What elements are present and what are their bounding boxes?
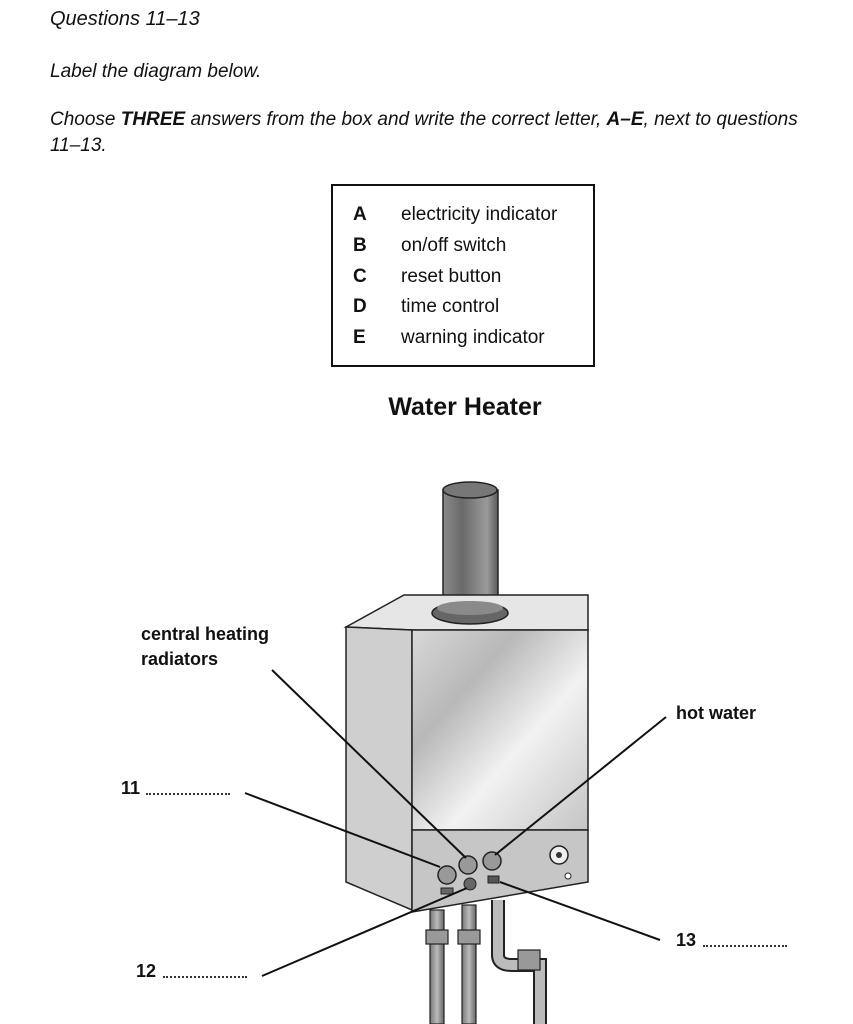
pointer-central-heating — [271, 669, 467, 859]
answer-13-blank[interactable] — [703, 945, 787, 947]
heater-body — [343, 594, 589, 913]
questions-heading: Questions 11–13 — [50, 8, 200, 30]
answer-12-blank[interactable] — [163, 976, 247, 978]
instr-part1: Choose — [50, 109, 121, 130]
pointer-12 — [261, 887, 468, 977]
instr-bold1: THREE — [120, 109, 186, 130]
option-letter: B — [353, 235, 367, 256]
control-knobs — [437, 845, 572, 895]
pointer-13 — [499, 881, 661, 941]
option-text: warning indicator — [401, 327, 545, 348]
option-letter: D — [353, 296, 367, 317]
option-letter: A — [353, 204, 367, 225]
option-text: on/off switch — [401, 235, 507, 256]
option-letter: C — [353, 266, 367, 287]
label-hot-water: hot water — [676, 703, 757, 723]
pointer-11 — [244, 792, 441, 868]
pointer-hot-water — [494, 716, 667, 856]
diagram-title: Water Heater — [388, 393, 542, 421]
option-text: electricity indicator — [401, 204, 558, 225]
question-13-number: 13 — [676, 930, 697, 950]
instr-part3: , next to questions 11–13. — [50, 109, 798, 156]
option-letter: E — [353, 327, 366, 348]
label-central-heating: central heating radiators — [141, 624, 270, 669]
instr-part2: answers from the box and write the corre… — [185, 109, 607, 130]
answer-11-blank[interactable] — [146, 793, 230, 795]
instruction-choose: Choose THREE answers from the box and wr… — [50, 107, 810, 159]
pipes — [425, 900, 547, 1024]
option-text: reset button — [401, 266, 502, 287]
question-11-number: 11 — [121, 778, 141, 798]
instr-bold2: A–E — [606, 109, 644, 130]
question-12-number: 12 — [136, 961, 157, 981]
instruction-label-diagram: Label the diagram below. — [50, 61, 262, 82]
pointer-lines — [244, 669, 667, 977]
option-text: time control — [401, 296, 500, 317]
